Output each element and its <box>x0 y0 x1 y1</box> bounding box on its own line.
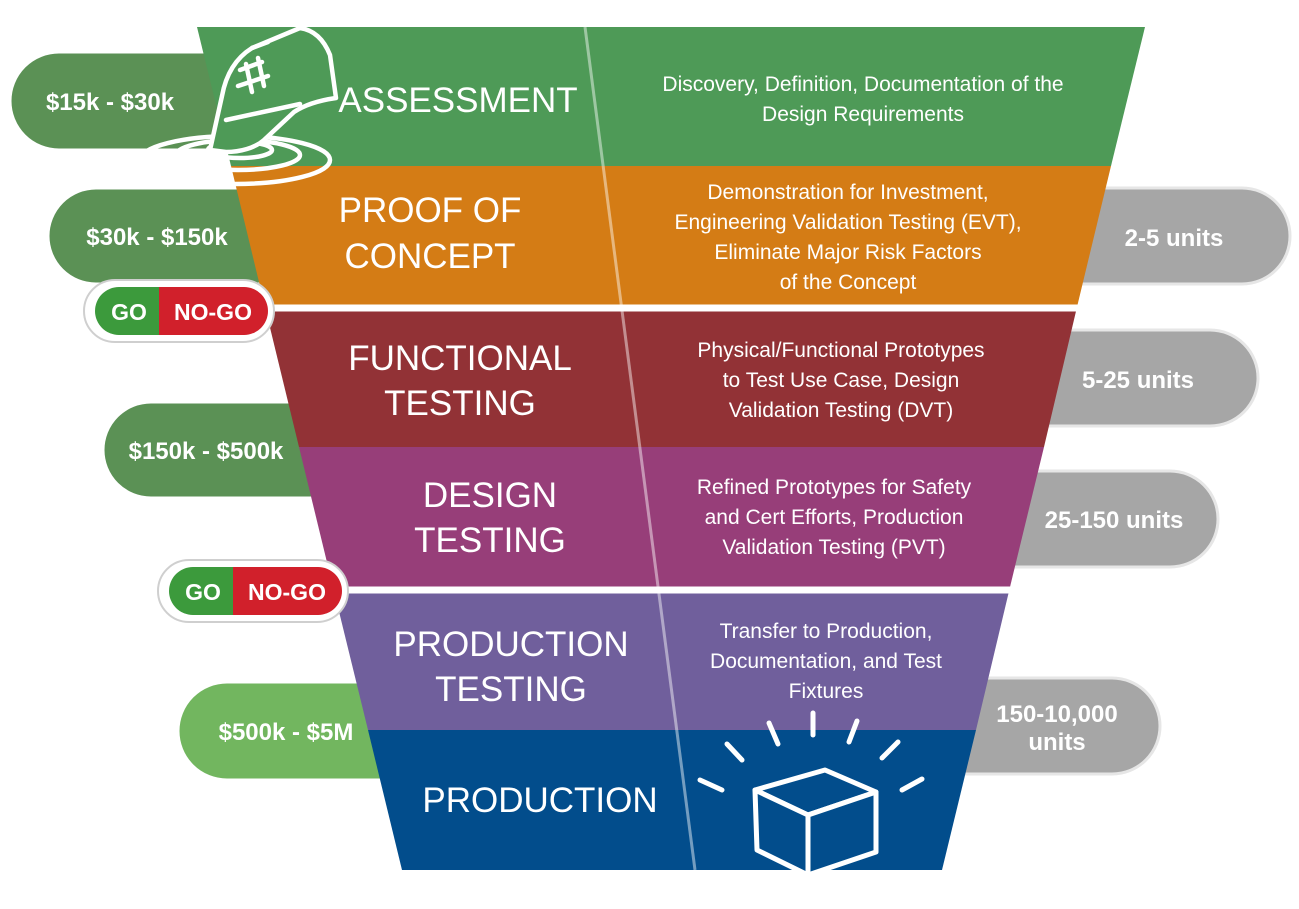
title-design-testing-1: DESIGN <box>423 476 557 515</box>
band-assessment <box>197 27 1145 166</box>
title-assessment: ASSESSMENT <box>338 81 577 120</box>
column-divider <box>583 26 697 871</box>
gate-2-no-go: NO-GO <box>248 579 326 605</box>
cost-label-1: $15k - $30k <box>46 89 175 116</box>
desc-functional-testing-1: Physical/Functional Prototypes <box>697 339 984 362</box>
funnel <box>197 26 1145 871</box>
gate-1-no-go: NO-GO <box>174 299 252 325</box>
cost-label-3: $150k - $500k <box>129 438 284 465</box>
units-label-2: 5-25 units <box>1082 367 1194 394</box>
title-production: PRODUCTION <box>422 781 657 820</box>
stage-titles: ASSESSMENT PROOF OF CONCEPT FUNCTIONAL T… <box>338 81 657 820</box>
title-design-testing-2: TESTING <box>414 521 566 560</box>
gate-1-go: GO <box>111 299 147 325</box>
gate-2-go: GO <box>185 579 221 605</box>
band-production-testing <box>333 587 1010 730</box>
title-production-testing-2: TESTING <box>435 670 587 709</box>
units-label-1: 2-5 units <box>1125 225 1224 252</box>
title-proof-of-concept-2: CONCEPT <box>344 237 515 276</box>
desc-proof-of-concept-2: Engineering Validation Testing (EVT), <box>674 211 1021 234</box>
desc-functional-testing-3: Validation Testing (DVT) <box>729 399 954 422</box>
units-label-3: 25-150 units <box>1045 507 1184 534</box>
desc-production-testing-1: Transfer to Production, <box>720 620 933 643</box>
desc-design-testing-3: Validation Testing (PVT) <box>722 536 945 559</box>
desc-assessment-1: Discovery, Definition, Documentation of … <box>662 73 1063 96</box>
box-icon <box>697 710 925 878</box>
units-label-4a: 150-10,000 <box>996 701 1117 728</box>
cost-label-4: $500k - $5M <box>219 719 354 746</box>
desc-design-testing-2: and Cert Efforts, Production <box>705 506 964 529</box>
title-production-testing-1: PRODUCTION <box>393 625 628 664</box>
title-functional-testing-1: FUNCTIONAL <box>348 339 572 378</box>
units-label-4b: units <box>1028 729 1085 756</box>
title-functional-testing-2: TESTING <box>384 384 536 423</box>
band-functional-testing <box>265 307 1077 447</box>
cost-label-2: $30k - $150k <box>86 224 228 251</box>
gate-badge-2: GO NO-GO <box>157 559 349 623</box>
band-design-testing <box>299 447 1044 587</box>
desc-proof-of-concept-1: Demonstration for Investment, <box>707 181 988 204</box>
gate-badge-1: GO NO-GO <box>83 279 275 343</box>
desc-proof-of-concept-4: of the Concept <box>780 271 917 294</box>
band-proof-of-concept <box>231 166 1111 307</box>
desc-assessment-2: Design Requirements <box>762 103 964 126</box>
desc-production-testing-3: Fixtures <box>789 680 864 703</box>
stage-descriptions: Discovery, Definition, Documentation of … <box>662 73 1063 703</box>
desc-functional-testing-2: to Test Use Case, Design <box>723 369 960 392</box>
title-proof-of-concept-1: PROOF OF <box>339 191 522 230</box>
desc-proof-of-concept-3: Eliminate Major Risk Factors <box>714 241 981 264</box>
desc-production-testing-2: Documentation, and Test <box>710 650 942 673</box>
shoe-icon <box>137 25 339 187</box>
desc-design-testing-1: Refined Prototypes for Safety <box>697 476 972 499</box>
